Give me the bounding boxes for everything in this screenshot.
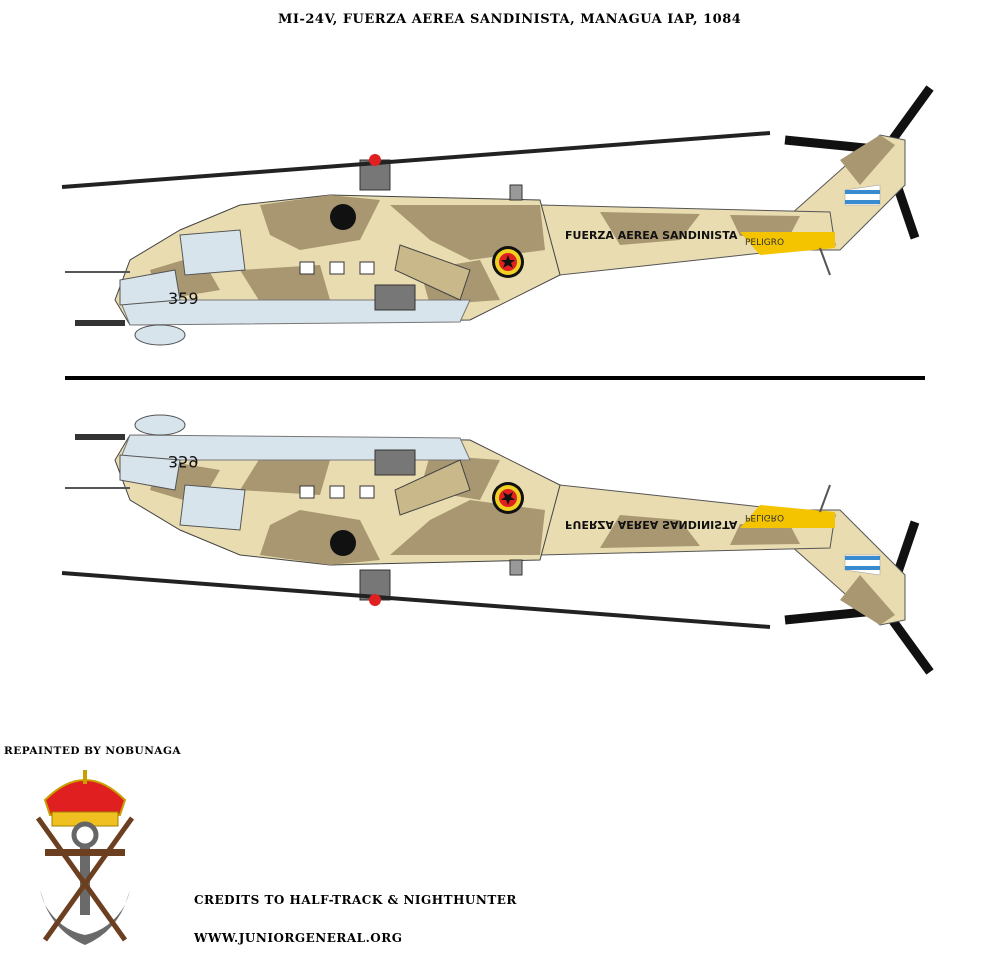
page-title: MI-24V, FUERZA AEREA SANDINISTA, MANAGUA…: [278, 12, 742, 27]
divider: [65, 376, 925, 380]
emblem-logo: [35, 770, 135, 945]
tail-warning-mirrored: PELIGRO: [745, 512, 784, 522]
website-link[interactable]: WWW.JUNIORGENERAL.ORG: [194, 931, 403, 945]
repainted-by: REPAINTED BY NOBUNAGA: [4, 745, 182, 757]
tail-warning: PELIGRO: [745, 238, 784, 248]
fuselage-text: FUERZA AEREA SANDINISTA: [565, 229, 738, 242]
helicopter-left-markings: FUERZA AEREA SANDINISTA PELIGRO 359: [168, 229, 784, 308]
credits-line: CREDITS TO HALF-TRACK & NIGHTHUNTER: [194, 893, 517, 907]
serial-number-mirrored: 359: [168, 452, 199, 471]
serial-number: 359: [168, 289, 199, 308]
fuselage-text-mirrored: FUERZA AEREA SANDINISTA: [565, 518, 738, 531]
helicopter-right-markings: FUERZA AEREA SANDINISTA PELIGRO 359: [168, 452, 784, 531]
